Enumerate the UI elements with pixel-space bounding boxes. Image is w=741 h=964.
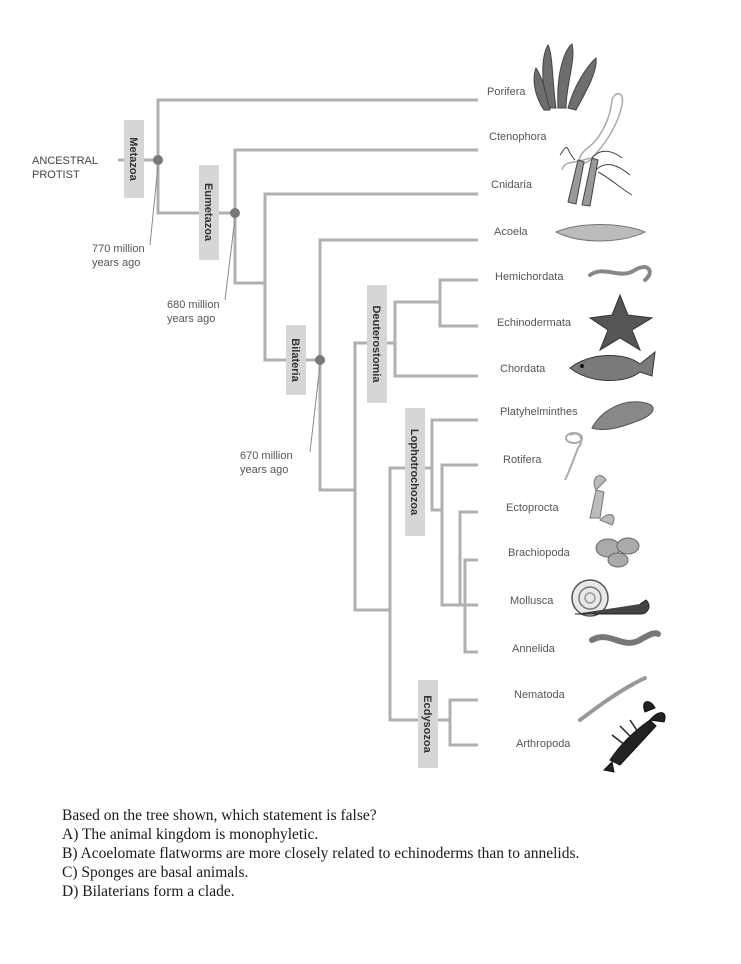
branch-lopho-inner xyxy=(440,510,460,607)
branch-echinodermata xyxy=(438,302,478,328)
date-bilateria-line1: 670 million xyxy=(240,450,293,462)
branch-annelida xyxy=(463,605,478,654)
branch-ctenophora xyxy=(233,148,478,213)
leader-metazoa xyxy=(149,164,159,246)
taxon-label-mollusca: Mollusca xyxy=(510,595,554,607)
svg-text:Bilateria: Bilateria xyxy=(289,338,301,382)
svg-text:Metazoa: Metazoa xyxy=(127,137,139,181)
branch-chordata xyxy=(393,343,478,378)
nematode-icon xyxy=(578,676,647,722)
date-metazoa-line2: years ago xyxy=(92,257,140,269)
branch-ectoprocta xyxy=(458,510,478,605)
bryozoan-icon xyxy=(589,475,615,526)
node-bilateria xyxy=(315,355,325,365)
taxon-label-annelida: Annelida xyxy=(512,643,556,655)
taxon-label-rotifera: Rotifera xyxy=(503,454,542,466)
taxon-label-ctenophora: Ctenophora xyxy=(489,131,547,143)
phylogenetic-tree: ANCESTRAL PROTIST 770 million years ago … xyxy=(32,43,666,773)
taxon-label-nematoda: Nematoda xyxy=(514,689,566,701)
node-metazoa xyxy=(153,155,163,165)
snail-icon xyxy=(571,579,650,617)
leader-eumetazoa xyxy=(224,217,236,301)
taxon-label-ectoprocta: Ectoprocta xyxy=(506,502,559,514)
lobster-icon xyxy=(602,701,666,773)
clade-lophotrochozoa: Lophotrochozoa xyxy=(405,408,425,536)
branch-brachiopoda xyxy=(463,558,478,605)
branch-rotifera xyxy=(440,463,478,510)
branch-platyhelminthes xyxy=(430,418,478,468)
date-metazoa-line1: 770 million xyxy=(92,243,145,255)
clade-eumetazoa: Eumetazoa xyxy=(199,165,219,260)
taxon-label-arthropoda: Arthropoda xyxy=(516,738,571,750)
node-eumetazoa xyxy=(230,208,240,218)
brachiopod-icon xyxy=(595,537,640,568)
branch-eumetazoa-rest xyxy=(233,213,265,285)
taxon-label-platyhelminthes: Platyhelminthes xyxy=(500,406,578,418)
taxon-label-hemichordata: Hemichordata xyxy=(495,271,564,283)
taxon-label-cnidaria: Cnidaria xyxy=(491,179,533,191)
root-label-line2: PROTIST xyxy=(32,169,80,181)
root-label-line1: ANCESTRAL xyxy=(32,155,98,167)
acoel-worm-icon xyxy=(554,224,647,242)
clade-ecdysozoa: Ecdysozoa xyxy=(418,680,438,768)
date-bilateria-line2: years ago xyxy=(240,464,288,476)
branch-ambulacraria xyxy=(393,300,440,343)
taxon-label-porifera: Porifera xyxy=(487,86,526,98)
sea-star-icon xyxy=(588,293,654,352)
tree-branches xyxy=(118,98,478,747)
taxon-label-chordata: Chordata xyxy=(500,363,546,375)
branch-nematoda xyxy=(448,698,478,720)
date-eumetazoa-line1: 680 million xyxy=(167,299,220,311)
svg-text:Ecdysozoa: Ecdysozoa xyxy=(421,695,433,753)
svg-text:Deuterostomia: Deuterostomia xyxy=(370,305,382,383)
acorn-worm-icon xyxy=(588,265,652,282)
option-a: A) The animal kingdom is monophyletic. xyxy=(62,826,319,843)
option-b: B) Acoelomate flatworms are more closely… xyxy=(62,845,580,862)
branch-cnidaria xyxy=(263,192,478,283)
earthworm-icon xyxy=(589,630,661,646)
taxon-label-acoela: Acoela xyxy=(494,226,529,238)
branch-lopho-rest xyxy=(430,468,442,512)
question-block: Based on the tree shown, which statement… xyxy=(62,806,732,901)
rotifer-icon xyxy=(564,432,583,481)
leader-bilateria xyxy=(309,364,321,453)
flatworm-icon xyxy=(591,401,654,431)
option-c: C) Sponges are basal animals. xyxy=(62,864,249,881)
clade-deuterostomia: Deuterostomia xyxy=(367,285,387,403)
option-d: D) Bilaterians form a clade. xyxy=(62,883,235,900)
question-stem: Based on the tree shown, which statement… xyxy=(62,807,377,824)
svg-text:Lophotrochozoa: Lophotrochozoa xyxy=(408,429,420,516)
branch-protostomia xyxy=(353,490,390,612)
cnidarian-icon xyxy=(559,146,633,207)
svg-text:Eumetazoa: Eumetazoa xyxy=(202,183,214,242)
branch-porifera xyxy=(156,98,478,160)
clade-bilateria: Bilateria xyxy=(286,325,306,395)
fish-icon xyxy=(569,350,656,382)
branch-acoela xyxy=(318,238,478,360)
sponge-icon xyxy=(533,43,597,111)
date-eumetazoa-line2: years ago xyxy=(167,313,215,325)
branch-arthropoda xyxy=(448,720,478,747)
branch-eumetazoa xyxy=(156,160,235,215)
branch-bilateria-rest xyxy=(318,360,355,492)
branch-hemichordata xyxy=(438,278,478,302)
clade-metazoa: Metazoa xyxy=(124,120,144,198)
taxon-label-echinodermata: Echinodermata xyxy=(497,317,572,329)
taxon-label-brachiopoda: Brachiopoda xyxy=(508,547,571,559)
